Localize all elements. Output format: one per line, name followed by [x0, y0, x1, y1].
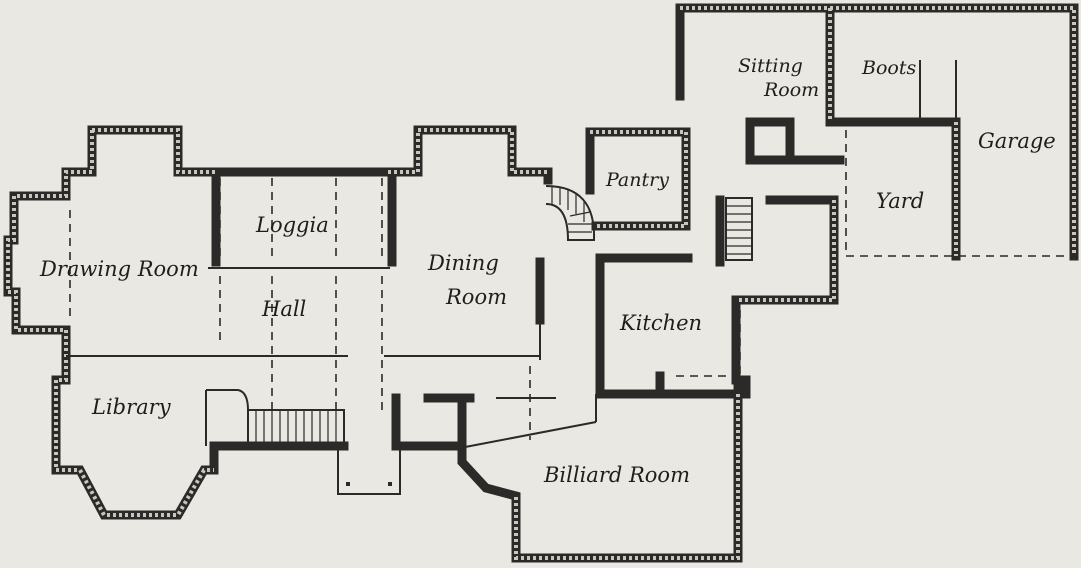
label-boots: Boots	[861, 57, 916, 79]
exterior-walls	[3, 3, 1079, 563]
curved-staircase	[545, 185, 596, 241]
label-kitchen: Kitchen	[619, 311, 702, 335]
entrance-porch	[337, 446, 401, 495]
label-pantry: Pantry	[605, 169, 669, 191]
label-garage: Garage	[978, 129, 1056, 153]
room-labels: Drawing Room Loggia Hall Library Dining …	[39, 55, 1056, 487]
label-sitting-line2: Room	[763, 79, 819, 101]
label-loggia: Loggia	[255, 213, 329, 237]
label-sitting-line1: Sitting	[738, 55, 803, 77]
label-drawing-room: Drawing Room	[39, 257, 199, 281]
label-yard: Yard	[876, 189, 924, 213]
wall-hatching	[6, 6, 1076, 560]
label-library: Library	[91, 395, 172, 419]
dashed-lines	[69, 130, 1074, 440]
interior-partitions	[66, 60, 957, 449]
main-staircase	[205, 389, 345, 446]
label-dining-line2: Room	[445, 285, 507, 309]
service-staircase	[725, 197, 753, 261]
label-hall: Hall	[261, 297, 306, 321]
label-dining-line1: Dining	[427, 251, 499, 275]
label-billiard-room: Billiard Room	[543, 463, 690, 487]
